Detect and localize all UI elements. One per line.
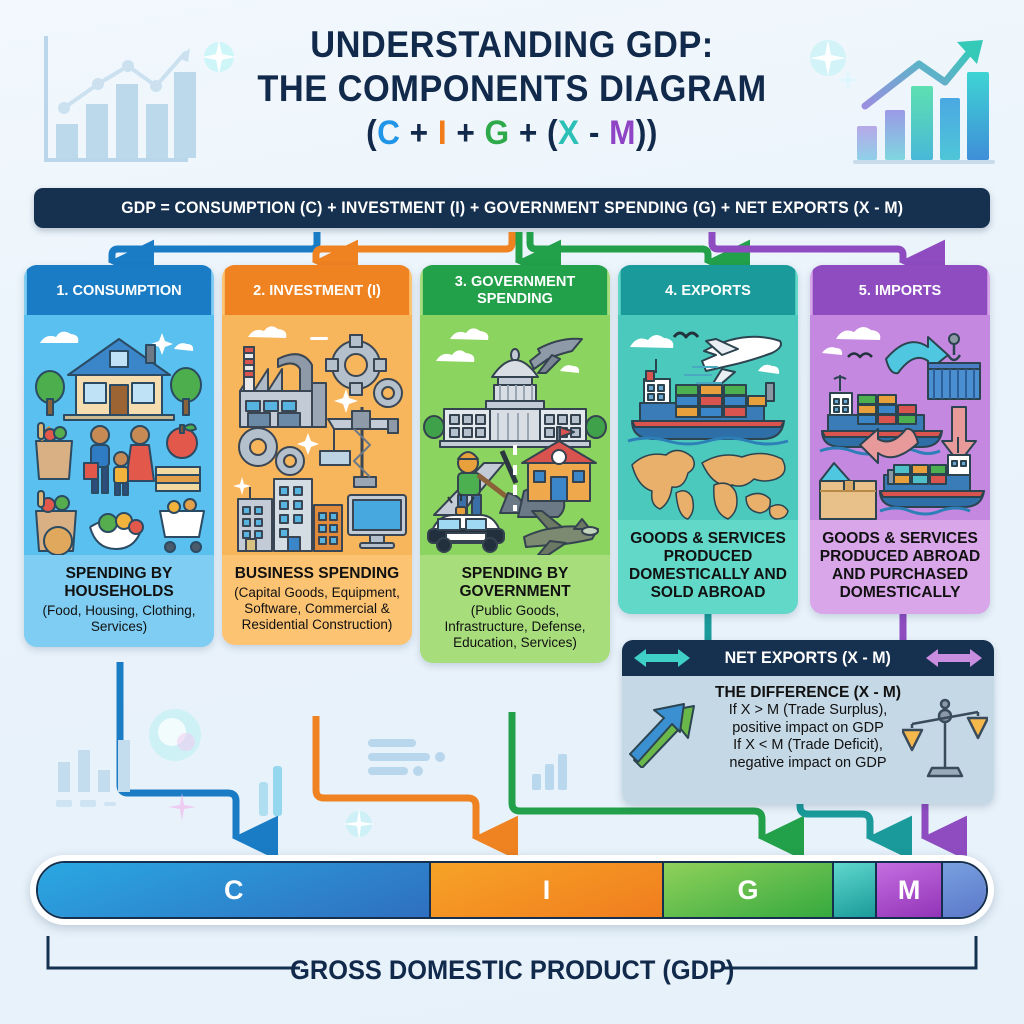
gdp-segment-i[interactable]: I: [431, 863, 664, 917]
column-header-consumption: 1. CONSUMPTION: [26, 265, 212, 315]
caption-main-exports: GOODS & SERVICES PRODUCED DOMESTICALLY A…: [629, 530, 787, 601]
formula-minus: -: [579, 114, 610, 152]
gdp-caption: GROSS DOMESTIC PRODUCT (GDP): [0, 955, 1024, 986]
sparkle-icon-left: [196, 34, 242, 80]
decorative-mini-bars-2: [530, 748, 576, 794]
net-exports-line-3: If X < M (Trade Deficit),: [733, 737, 883, 753]
net-exports-line-4: negative impact on GDP: [729, 754, 887, 771]
gdp-composition-bar[interactable]: C I G M: [30, 855, 994, 925]
caption-sub-consumption: (Food, Housing, Clothing, Services): [42, 603, 196, 634]
column-caption-investment: BUSINESS SPENDING (Capital Goods, Equipm…: [222, 555, 412, 645]
column-header-exports: 4. EXPORTS: [620, 265, 796, 315]
gdp-segment-g[interactable]: G: [663, 863, 835, 917]
balance-scale-icon: [902, 698, 988, 778]
gdp-formula-bar: GDP = CONSUMPTION (C) + INVESTMENT (I) +…: [34, 188, 990, 228]
decorative-mini-chart: [52, 718, 172, 808]
formula-close: )): [635, 114, 658, 152]
column-art-government: [420, 315, 610, 555]
title-line-2: THE COMPONENTS DIAGRAM: [257, 68, 767, 109]
gdp-segment-c[interactable]: C: [38, 863, 432, 917]
caption-main-imports: GOODS & SERVICES PRODUCED ABROAD AND PUR…: [819, 530, 981, 601]
column-caption-exports: GOODS & SERVICES PRODUCED DOMESTICALLY A…: [618, 520, 798, 614]
caption-main-government: SPENDING BY GOVERNMENT: [459, 565, 571, 600]
column-art-consumption: [24, 315, 214, 555]
formula-c: C: [377, 114, 401, 152]
decorative-bar-chart-left: [28, 28, 203, 173]
column-art-investment: [222, 315, 412, 555]
double-arrow-teal-icon: [634, 649, 690, 667]
formula-plus-3: + (: [509, 114, 559, 152]
gdp-segment-c-label: C: [223, 874, 244, 905]
column-investment[interactable]: 2. INVESTMENT (I): [222, 265, 412, 645]
column-header-government: 3. GOVERNMENT SPENDING: [422, 265, 608, 315]
decorative-bar-chart-right: [845, 30, 1010, 170]
gdp-caption-text: GROSS DOMESTIC PRODUCT (GDP): [289, 955, 735, 985]
column-government[interactable]: 3. GOVERNMENT SPENDING: [420, 265, 610, 663]
caption-sub-government: (Public Goods, Infrastructure, Defense, …: [444, 603, 586, 650]
gdp-segment-x[interactable]: [834, 863, 877, 917]
net-exports-line-2: positive impact on GDP: [732, 719, 884, 736]
column-art-exports: [618, 315, 798, 520]
net-exports-header: NET EXPORTS (X - M): [622, 640, 994, 676]
gdp-brace: [46, 936, 978, 970]
column-header-investment: 2. INVESTMENT (I): [224, 265, 410, 315]
column-caption-government: SPENDING BY GOVERNMENT (Public Goods, In…: [420, 555, 610, 663]
gdp-segment-tail[interactable]: [943, 863, 986, 917]
gdp-segment-i-label: I: [542, 874, 551, 905]
formula-plus-2: +: [447, 114, 485, 152]
net-exports-box[interactable]: NET EXPORTS (X - M): [622, 640, 994, 804]
formula-plus-1: +: [400, 114, 438, 152]
sparkle-icon-cyan: [340, 805, 378, 843]
column-exports[interactable]: 4. EXPORTS: [618, 265, 798, 614]
gdp-segment-m-label: M: [897, 874, 921, 905]
growth-arrows-icon: [629, 703, 695, 768]
caption-main-investment: BUSINESS SPENDING: [234, 565, 400, 582]
page-title: UNDERSTANDING GDP: THE COMPONENTS DIAGRA…: [0, 24, 1024, 155]
formula-open: (: [366, 114, 378, 152]
double-arrow-purple-icon: [926, 649, 982, 667]
net-exports-title: NET EXPORTS (X - M): [724, 648, 892, 667]
net-exports-body: THE DIFFERENCE (X - M) If X > M (Trade S…: [622, 676, 994, 804]
gdp-bar-track: C I G M: [36, 861, 988, 919]
title-line-1: UNDERSTANDING GDP:: [310, 24, 714, 65]
formula-i: I: [437, 114, 448, 152]
glow-orb-icon: [140, 700, 210, 770]
caption-sub-investment: (Capital Goods, Equipment, Software, Com…: [234, 585, 400, 632]
caption-main-consumption: SPENDING BY HOUSEHOLDS: [64, 565, 174, 600]
decorative-mini-bars: [255, 760, 289, 820]
column-consumption[interactable]: 1. CONSUMPTION: [24, 265, 214, 647]
title-formula: (C + I + G + (X - M)): [36, 111, 988, 155]
gdp-segment-g-label: G: [737, 874, 759, 905]
formula-x: X: [558, 114, 580, 152]
formula-g: G: [484, 114, 510, 152]
gdp-formula-text: GDP = CONSUMPTION (C) + INVESTMENT (I) +…: [121, 198, 903, 217]
column-art-imports: [810, 315, 990, 520]
sparkle-icon-right: [800, 32, 860, 92]
formula-m: M: [609, 114, 636, 152]
gdp-segment-m[interactable]: M: [876, 863, 944, 917]
column-caption-imports: GOODS & SERVICES PRODUCED ABROAD AND PUR…: [810, 520, 990, 614]
sparkle-icon-pink: [165, 790, 199, 824]
net-exports-heading: THE DIFFERENCE (X - M): [715, 684, 901, 701]
column-imports[interactable]: 5. IMPORTS: [810, 265, 990, 614]
net-exports-line-1: If X > M (Trade Surplus),: [728, 702, 888, 718]
decorative-text-lines: [368, 735, 458, 785]
column-caption-consumption: SPENDING BY HOUSEHOLDS (Food, Housing, C…: [24, 555, 214, 647]
column-header-imports: 5. IMPORTS: [812, 265, 988, 315]
